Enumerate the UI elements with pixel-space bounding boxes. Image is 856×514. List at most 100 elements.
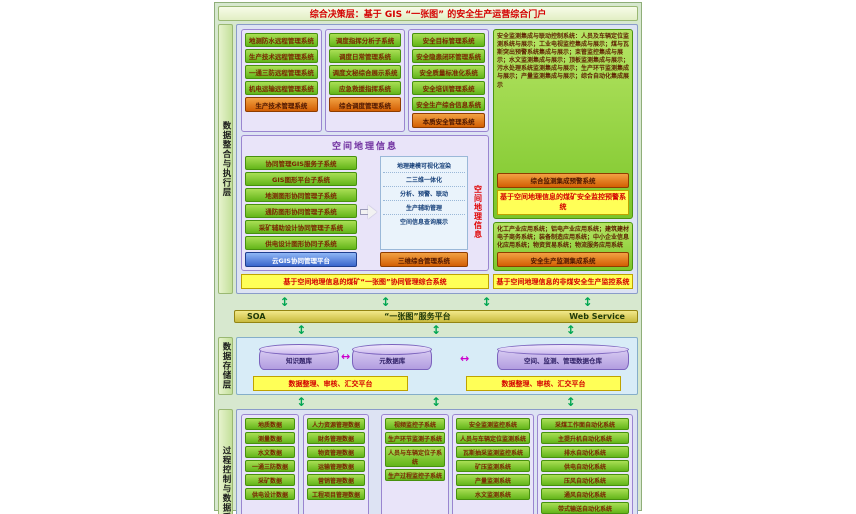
data-platforms-row: 数据整理、审核、汇交平台 数据整理、审核、汇交平台	[245, 376, 629, 391]
capability-item: 空间信息查询展示	[399, 219, 448, 226]
up-down-arrow-icon: ↕	[296, 323, 307, 337]
data-warehouse-cylinder: 空间、监测、管理数据仓库	[497, 344, 629, 370]
system-item: 供电自动化系统	[541, 460, 629, 472]
data-item: 人力资源管理数据	[307, 418, 365, 430]
data-item: 采矿数据	[245, 474, 295, 486]
data-item: 运输管理数据	[307, 460, 365, 472]
monitoring-columns-group: 视频监控子系统 生产环节监测子系统 人员与车辆定位子系统 生产过程监控子系统 非…	[381, 414, 633, 514]
capability-item: 地理建模可视化渲染	[383, 159, 465, 173]
process-layer-body: 地质数据 测量数据 水文数据 一通三防数据 采矿数据 供电设计数据 生产技术与安…	[236, 409, 638, 514]
system-item: 采矿辅助设计协同管理子系统	[245, 220, 357, 234]
data-item: 测量数据	[245, 432, 295, 444]
arrows-soa-to-storage: ↕ ↕ ↕	[218, 323, 638, 337]
system-item: 生产过程监控子系统	[385, 469, 445, 481]
video-monitor-panel: 视频监控子系统 生产环节监测子系统 人员与车辆定位子系统 生产过程监控子系统	[381, 414, 449, 514]
up-down-arrow-icon: ↕	[481, 295, 492, 309]
system-item: 主提升机自动化系统	[541, 432, 629, 444]
up-down-arrow-icon: ↕	[565, 323, 576, 337]
coal-safety-banner: 基于空间地理信息的煤矿安全监控预警系统	[497, 189, 629, 215]
rail-process-label: 过程控制与数据采集层	[221, 445, 231, 514]
panel-footer-system: 综合监测集成预警系统	[497, 172, 629, 188]
remote-management-panel: 地测防水远程管理系统 生产技术远程管理系统 一通三防远程管理系统 机电运输远程管…	[241, 29, 322, 132]
system-item: 安全目标管理系统	[412, 33, 486, 47]
system-item: 矿压监测系统	[456, 460, 530, 472]
system-item: 产量监测系统	[456, 474, 530, 486]
database-cylinders-row: 知识题库 ↔ 元数据库 ↔ 空间、监测、管理数据仓库	[245, 342, 629, 370]
system-item: 安全培训管理系统	[412, 81, 486, 95]
spatial-geo-panel: 空间地理信息 协同管理GIS服务子系统 GIS图形平台子系统 地测图形协同管理子…	[241, 135, 489, 271]
up-down-arrow-icon: ↕	[582, 295, 593, 309]
system-item: 人员与车辆定位监测系统	[456, 432, 530, 444]
data-exchange-platform-right: 数据整理、审核、汇交平台	[466, 376, 621, 391]
up-down-arrow-icon: ↕	[430, 395, 442, 409]
system-item: 调度文秘综合展示系统	[328, 65, 402, 79]
soa-label: SOA	[247, 312, 266, 321]
system-item: 安全监测监控系统	[456, 418, 530, 430]
spatial-geo-title: 空间地理信息	[331, 142, 398, 152]
rail-integration-label: 数据整合与执行层	[221, 121, 231, 197]
up-down-arrow-icon: ↕	[296, 395, 307, 409]
one-map-platform-label: “一张图”服务平台	[384, 312, 451, 321]
system-item: 供电设计图形协同子系统	[245, 236, 357, 250]
left-right-arrow-icon: ↔	[460, 351, 470, 365]
rail-process-layer: 过程控制与数据采集层	[218, 409, 233, 514]
rail-storage-label: 数据存储层	[221, 342, 231, 390]
industry-apps-text: 化工产业应用系统；铝电产业应用系统；建筑建材电子商务系统；装备制造应用系统；中小…	[497, 225, 630, 249]
basic-data-column: 地质数据 测量数据 水文数据 一通三防数据 采矿数据 供电设计数据 生产技术与安…	[241, 414, 299, 514]
capability-item: 生产辅助管理	[383, 201, 465, 215]
system-item: 排水自动化系统	[541, 446, 629, 458]
safety-management-panel: 安全目标管理系统 安全隐患闭环管理系统 安全质量标准化系统 安全培训管理系统 安…	[408, 29, 490, 132]
integration-layer-body: 地测防水远程管理系统 生产技术远程管理系统 一通三防远程管理系统 机电运输远程管…	[236, 24, 638, 294]
system-item: 地测图形协同管理子系统	[245, 188, 357, 202]
management-data-column: 人力资源管理数据 财务管理数据 物资管理数据 运输管理数据 营销管理数据 工程项…	[303, 414, 369, 514]
up-down-arrow-icon: ↕	[430, 323, 442, 337]
system-item: 机电运输远程管理系统	[245, 81, 318, 95]
spatial-side-label: 空间地理信息	[473, 184, 483, 239]
data-exchange-platform-left: 数据整理、审核、汇交平台	[253, 376, 408, 391]
system-item: 调度指挥分析子系统	[328, 33, 402, 47]
safety-monitor-panel: 安全监测监控系统 人员与车辆定位监测系统 瓦斯抽采监测监控系统 矿压监测系统 产…	[452, 414, 534, 514]
system-item: 瓦斯抽采监测监控系统	[456, 446, 530, 458]
data-item: 财务管理数据	[307, 432, 365, 444]
flow-arrow-icon	[360, 204, 377, 219]
system-item: GIS图形平台子系统	[245, 172, 357, 186]
system-item: 带式输送自动化系统	[541, 502, 629, 514]
system-item: 一通三防远程管理系统	[245, 65, 318, 79]
monitor-integration-text: 安全监测集成与联动控制系统：人员及车辆定位监测系统与展示；工业电视监控集成与展示…	[497, 33, 630, 89]
system-item: 安全隐患闭环管理系统	[412, 49, 486, 63]
system-item: 安全生产综合信息系统	[412, 97, 486, 111]
dispatch-panel: 调度指挥分析子系统 调度日常管理系统 调度文秘综合展示系统 应急救援指挥系统 综…	[324, 29, 406, 132]
monitoring-columns-row: 视频监控子系统 生产环节监测子系统 人员与车辆定位子系统 生产过程监控子系统 非…	[381, 414, 633, 514]
integration-layer-row: 数据整合与执行层 地测防水远程管理系统 生产技术远程管理系统 一通三防远程管理系…	[218, 24, 638, 294]
process-layer-row: 过程控制与数据采集层 地质数据 测量数据 水文数据 一通三防数据 采矿数据 供电…	[218, 409, 638, 514]
data-item: 一通三防数据	[245, 460, 295, 472]
capability-item: 二三维一体化	[383, 173, 465, 187]
integration-left-column: 地测防水远程管理系统 生产技术远程管理系统 一通三防远程管理系统 机电运输远程管…	[241, 29, 490, 289]
cloud-gis-platform: 云GIS协同管理平台	[245, 252, 357, 267]
data-item: 营销管理数据	[307, 474, 365, 486]
panel-footer-system: 安全生产监测集成系统	[497, 252, 629, 267]
data-item: 供电设计数据	[245, 488, 295, 500]
system-item: 地测防水远程管理系统	[245, 33, 318, 47]
system-item: 压风自动化系统	[541, 474, 629, 486]
panel-footer-system: 生产技术管理系统	[245, 97, 318, 112]
system-item: 生产技术远程管理系统	[245, 49, 318, 63]
safety-monitor-column: 安全监测监控系统 人员与车辆定位监测系统 瓦斯抽采监测监控系统 矿压监测系统 产…	[452, 414, 534, 514]
automation-column: 采煤工作面自动化系统 主提升机自动化系统 排水自动化系统 供电自动化系统 压风自…	[537, 414, 633, 514]
up-down-arrow-icon: ↕	[380, 295, 391, 309]
data-item: 工程项目管理数据	[307, 488, 365, 500]
panel-footer-system: 本质安全管理系统	[412, 113, 486, 128]
spatial-geo-body: 协同管理GIS服务子系统 GIS图形平台子系统 地测图形协同管理子系统 通防图形…	[245, 156, 485, 267]
management-data-panel: 人力资源管理数据 财务管理数据 物资管理数据 运输管理数据 营销管理数据 工程项…	[303, 414, 369, 514]
monitor-integration-box: 安全监测集成与联动控制系统：人员及车辆定位监测系统与展示；工业电视监控集成与展示…	[493, 29, 633, 219]
integration-panels-row: 地测防水远程管理系统 生产技术远程管理系统 一通三防远程管理系统 机电运输远程管…	[241, 29, 490, 132]
up-down-arrow-icon: ↕	[279, 295, 290, 309]
metadata-db-cylinder: 元数据库	[352, 344, 433, 370]
data-item: 物资管理数据	[307, 446, 365, 458]
noncoal-safety-banner: 基于空间地理信息的非煤安全生产监控系统	[493, 274, 633, 289]
rail-integration-layer: 数据整合与执行层	[218, 24, 233, 294]
rail-storage-layer: 数据存储层	[218, 337, 233, 395]
spatial-capabilities-box: 地理建模可视化渲染 二三维一体化 分析、预警、联动 生产辅助管理 空间信息查询展…	[380, 156, 468, 250]
coal-one-map-banner: 基于空间地理信息的煤矿“一张图”协同管理综合系统	[241, 274, 489, 289]
data-item: 地质数据	[245, 418, 295, 430]
